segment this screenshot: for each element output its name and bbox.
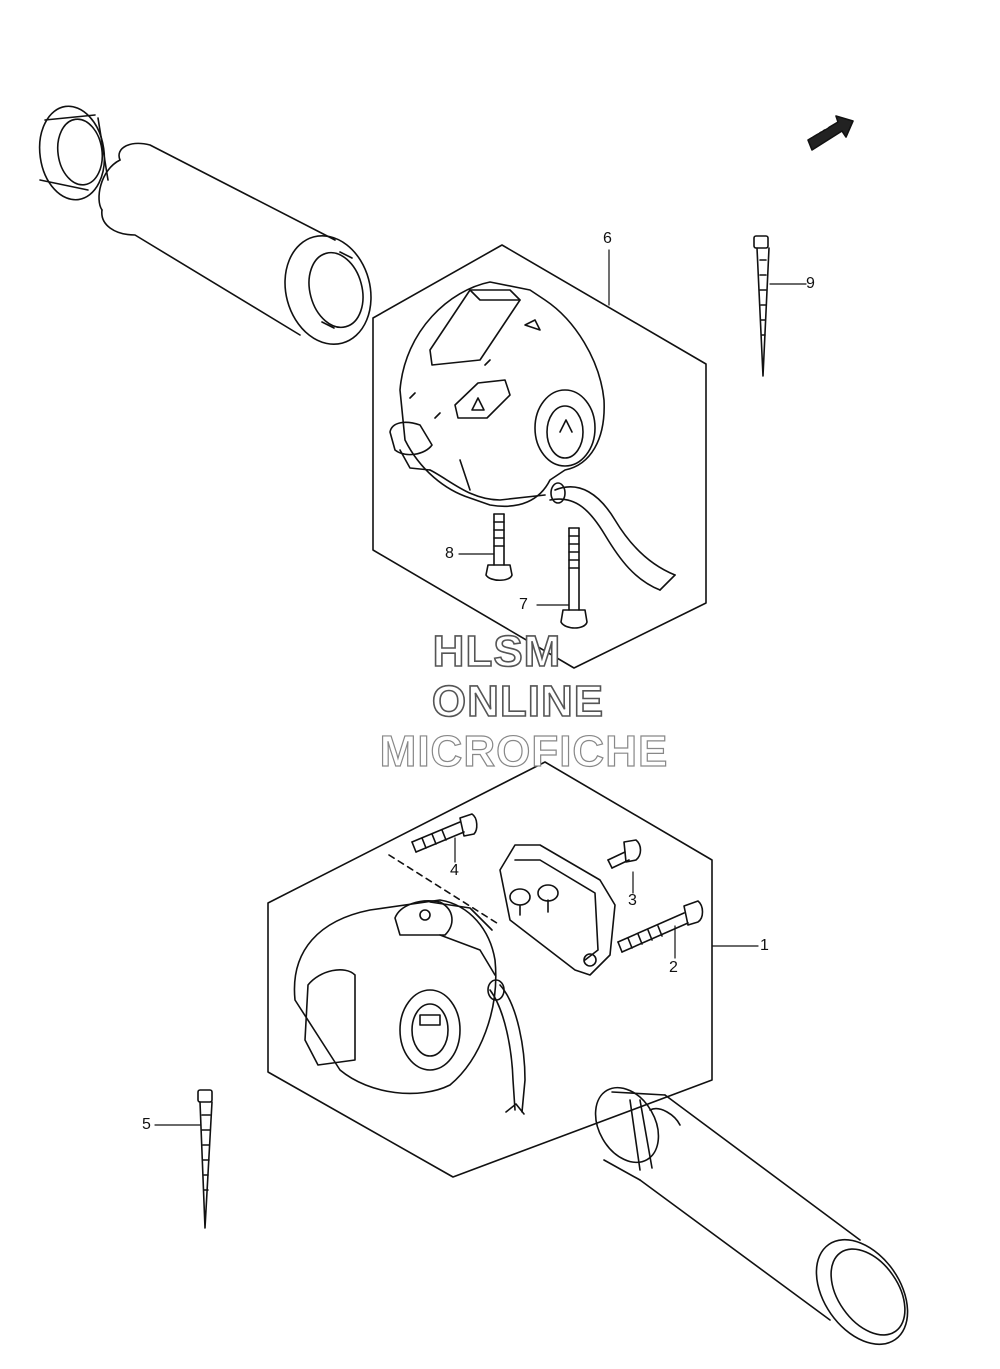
screw-7 xyxy=(560,527,588,629)
watermark-line-1: HLSM xyxy=(432,627,562,676)
callout-4: 4 xyxy=(450,862,459,879)
switch-cable-upper xyxy=(549,482,676,591)
watermark-line-3: MICROFICHE xyxy=(379,727,669,776)
switch-cable-lower xyxy=(487,979,526,1115)
watermark-line-2: ONLINE xyxy=(431,677,605,726)
screw-8 xyxy=(485,513,513,582)
callout-6: 6 xyxy=(603,230,612,247)
callout-7: 7 xyxy=(519,596,528,613)
callout-2: 2 xyxy=(669,959,678,976)
switch-housing-upper xyxy=(389,281,605,507)
switch-clamp-bracket xyxy=(499,844,616,976)
fwd-arrow-icon xyxy=(807,115,854,151)
callout-5: 5 xyxy=(142,1116,151,1133)
leader-lines xyxy=(154,249,807,1126)
callout-3: 3 xyxy=(628,892,637,909)
grip-ring-top xyxy=(38,105,109,201)
screw-4 xyxy=(411,813,478,853)
switch-housing-lower xyxy=(293,899,497,1095)
assembly-frame-6 xyxy=(372,244,707,669)
cable-tie-9 xyxy=(753,235,770,377)
throttle-grip-bottom xyxy=(594,1086,909,1346)
screw-3 xyxy=(607,839,642,869)
assembly-frame-1 xyxy=(267,761,713,1178)
callout-8: 8 xyxy=(445,545,454,562)
handlebar-grip-top xyxy=(98,142,372,346)
screw-2 xyxy=(617,900,704,953)
cable-tie-5 xyxy=(197,1089,213,1229)
callout-9: 9 xyxy=(806,275,815,292)
callout-1: 1 xyxy=(760,937,769,954)
